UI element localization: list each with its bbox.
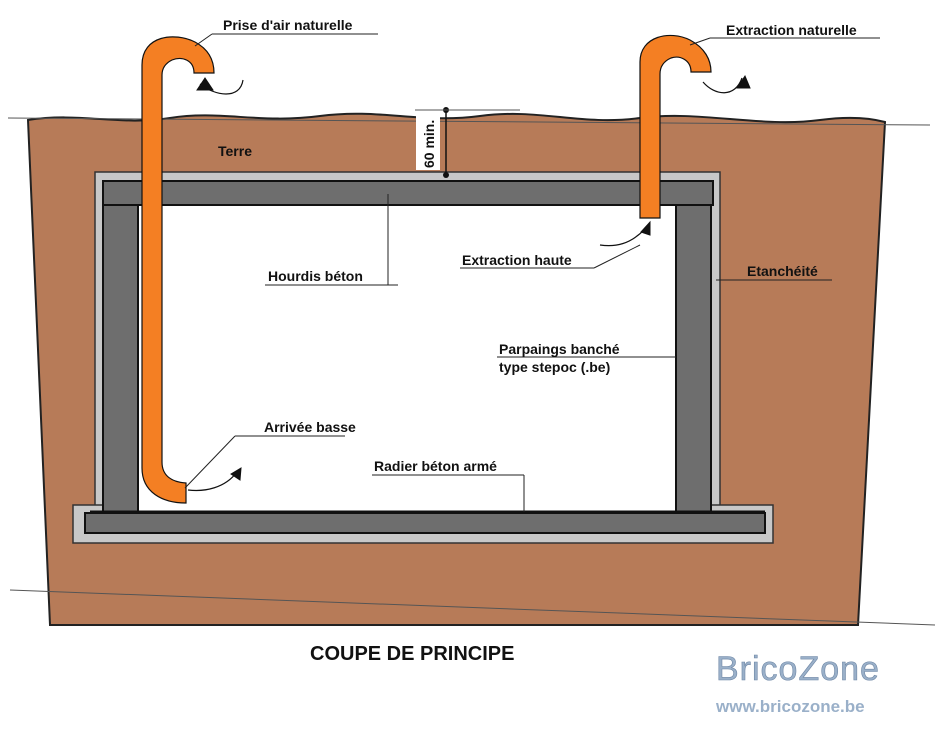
label-high-extraction: Extraction haute (462, 252, 572, 268)
label-natural-extraction: Extraction naturelle (726, 22, 857, 38)
label-earth: Terre (218, 143, 252, 159)
right-block-wall (675, 204, 712, 514)
label-air-intake: Prise d'air naturelle (223, 17, 353, 33)
cover-depth-dimension: 60 min. (415, 107, 520, 178)
watermark-brand: BricoZone (716, 650, 880, 688)
cellar-interior (138, 205, 676, 513)
label-block-wall-2: type stepoc (.be) (499, 359, 610, 375)
left-block-wall (102, 204, 139, 514)
arrow-heads (196, 74, 751, 481)
leader-lines (184, 33, 880, 512)
concrete-roof-slab (102, 180, 714, 206)
watermark-url: www.bricozone.be (715, 697, 865, 716)
air-intake-pipe (141, 36, 215, 504)
reinforced-floor-slab (84, 512, 766, 534)
label-waterproofing: Etanchéité (747, 263, 818, 279)
extraction-pipe (639, 34, 712, 219)
diagram-title: COUPE DE PRINCIPE (310, 643, 514, 665)
label-block-wall-1: Parpaings banché (499, 341, 620, 357)
label-roof-slab: Hourdis béton (268, 268, 363, 284)
label-floor-slab: Radier béton armé (374, 458, 497, 474)
label-low-inlet: Arrivée basse (264, 419, 356, 435)
dimension-label: 60 min. (421, 120, 437, 168)
